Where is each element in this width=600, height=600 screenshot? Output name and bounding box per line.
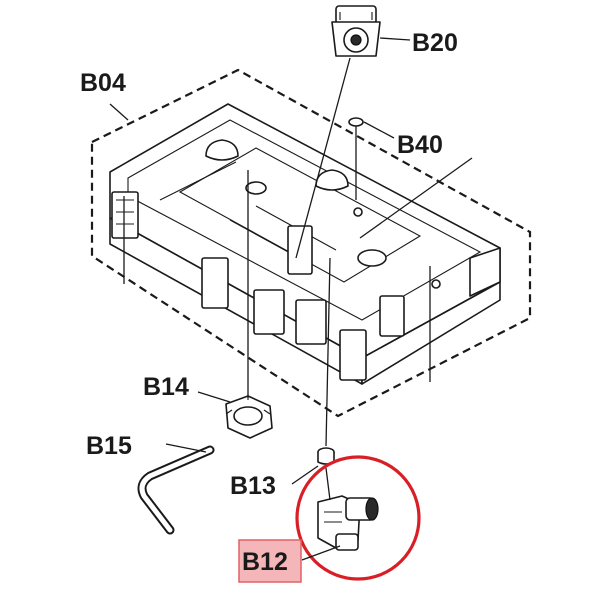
callout-b13: B13 — [230, 472, 276, 500]
callout-b12: B12 — [242, 548, 288, 576]
callout-b15: B15 — [86, 432, 132, 460]
callout-b20: B20 — [412, 29, 458, 57]
leader-lines — [109, 37, 473, 561]
b20-part — [331, 5, 381, 57]
b40-part — [348, 117, 364, 127]
b12-highlight-ring — [295, 455, 421, 581]
b15-part — [137, 445, 215, 535]
callout-b40: B40 — [397, 131, 443, 159]
base-tray — [109, 103, 501, 385]
b14-part — [225, 394, 273, 439]
b04-assembly-boundary — [90, 68, 532, 418]
b12-label-highlight — [238, 539, 302, 583]
callout-b14: B14 — [143, 373, 189, 401]
callout-b04: B04 — [80, 69, 126, 97]
b12-part — [317, 495, 379, 551]
b13-part — [317, 447, 335, 465]
